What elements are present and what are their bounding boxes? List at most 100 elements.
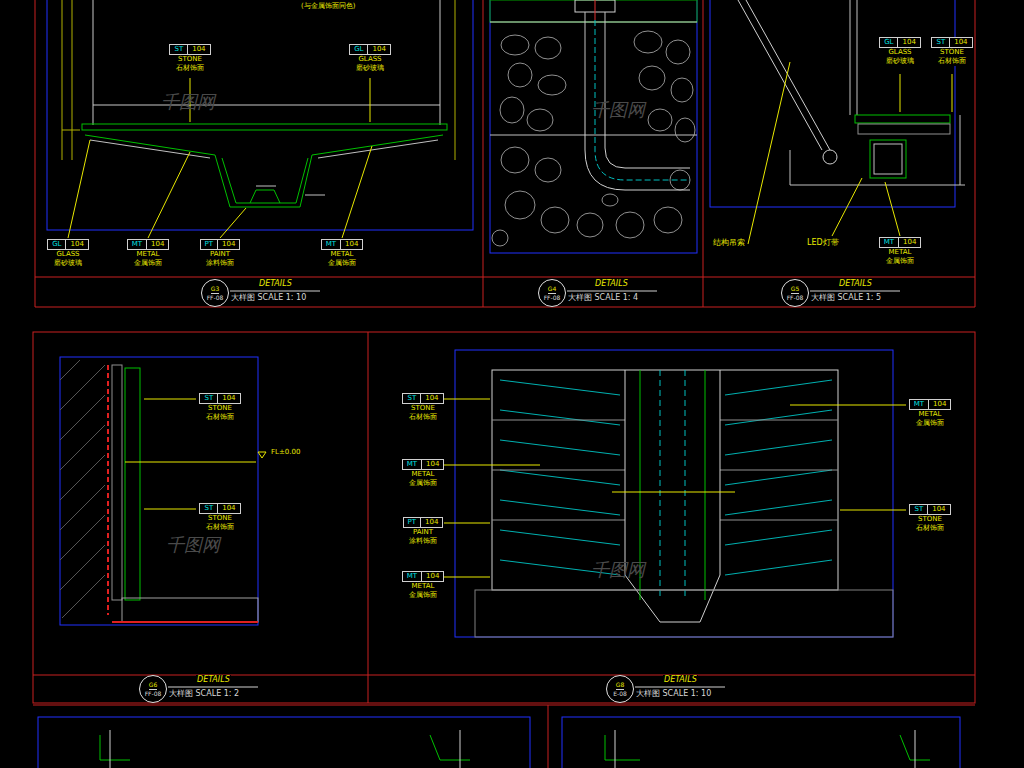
material-name-cn: 金属饰面 — [885, 257, 915, 266]
material-name-cn: 石材饰面 — [937, 57, 967, 66]
material-code: PT — [404, 518, 421, 527]
detail-number: G3 — [211, 285, 219, 294]
material-code: ST — [200, 504, 217, 513]
material-name-cn: 金属饰面 — [408, 479, 438, 488]
material-tag: ST104STONE石材饰面 — [199, 503, 240, 532]
material-code: ST — [170, 45, 187, 54]
material-tag: ST104STONE石材饰面 — [909, 504, 950, 533]
material-code: ST — [932, 38, 949, 47]
material-number: 104 — [367, 45, 389, 54]
material-number: 104 — [187, 45, 209, 54]
material-name: GLASS — [887, 48, 912, 57]
tag-box: GL104 — [349, 44, 391, 55]
detail-title-circle: G8E-08 — [606, 675, 634, 703]
tag-box: PT104 — [200, 239, 241, 250]
material-number: 104 — [927, 505, 949, 514]
material-tag: GL104GLASS磨砂玻璃 — [349, 44, 391, 73]
material-name-cn: 石材饰面 — [408, 413, 438, 422]
material-name: PAINT — [412, 528, 434, 537]
drawing-label: DETAILS — [258, 279, 293, 289]
material-code: ST — [403, 394, 420, 403]
material-code: MT — [403, 460, 421, 469]
material-tag: ST104STONE石材饰面 — [931, 37, 972, 66]
material-tag: ST104STONE石材饰面 — [169, 44, 210, 73]
material-tag: ST104STONE石材饰面 — [402, 393, 443, 422]
detail-number: G4 — [548, 285, 556, 294]
tag-box: ST104 — [199, 393, 240, 404]
material-name-cn: 磨砂玻璃 — [355, 64, 385, 73]
material-name-cn: 石材饰面 — [205, 413, 235, 422]
material-number: 104 — [217, 504, 239, 513]
sheet-number: FF-08 — [787, 294, 804, 302]
drawing-label: 结构吊索 — [712, 238, 746, 248]
material-tag: ST104STONE石材饰面 — [199, 393, 240, 422]
material-number: 104 — [217, 240, 239, 249]
tag-box: MT104 — [909, 399, 952, 410]
tag-box: ST104 — [402, 393, 443, 404]
tag-box: ST104 — [169, 44, 210, 55]
material-number: 104 — [420, 394, 442, 403]
material-code: MT — [403, 572, 421, 581]
drawing-label: 大样图 SCALE 1: 5 — [810, 293, 882, 303]
material-name: STONE — [207, 404, 233, 413]
tag-box: ST104 — [199, 503, 240, 514]
material-name: GLASS — [55, 250, 80, 259]
material-name-cn: 石材饰面 — [915, 524, 945, 533]
material-code: GL — [48, 240, 65, 249]
sheet-number: FF-08 — [145, 690, 162, 698]
sheet-number: E-08 — [613, 690, 627, 698]
material-tag: GL104GLASS磨砂玻璃 — [879, 37, 921, 66]
material-name: METAL — [411, 582, 436, 591]
detail-title-circle: G3FF-08 — [201, 279, 229, 307]
tag-box: MT104 — [321, 239, 364, 250]
detail-title-circle: G6FF-08 — [139, 675, 167, 703]
drawing-label: 大样图 SCALE 1: 10 — [635, 689, 712, 699]
material-number: 104 — [65, 240, 87, 249]
material-number: 104 — [421, 572, 443, 581]
material-number: 104 — [949, 38, 971, 47]
material-name: METAL — [888, 248, 913, 257]
tag-box: GL104 — [879, 37, 921, 48]
material-name: METAL — [330, 250, 355, 259]
material-tag: MT104METAL金属饰面 — [879, 237, 922, 266]
material-number: 104 — [928, 400, 950, 409]
material-number: 104 — [898, 238, 920, 247]
material-code: GL — [880, 38, 897, 47]
drawing-label: FL±0.00 — [270, 448, 301, 457]
material-name: STONE — [939, 48, 965, 57]
material-name-cn: 石材饰面 — [205, 523, 235, 532]
sheet-number: FF-08 — [207, 294, 224, 302]
material-code: ST — [910, 505, 927, 514]
material-name-cn: 涂料饰面 — [408, 537, 438, 546]
material-number: 104 — [340, 240, 362, 249]
title-circle-outline: G5FF-08 — [781, 279, 809, 307]
material-number: 104 — [217, 394, 239, 403]
tag-box: GL104 — [47, 239, 89, 250]
title-circle-outline: G3FF-08 — [201, 279, 229, 307]
tag-box: MT104 — [402, 459, 445, 470]
material-name-cn: 石材饰面 — [175, 64, 205, 73]
material-name-cn: 金属饰面 — [133, 259, 163, 268]
watermark: 千图网 — [590, 560, 646, 580]
material-name-cn: 涂料饰面 — [205, 259, 235, 268]
drawing-label: DETAILS — [838, 279, 873, 289]
tag-box: MT104 — [127, 239, 170, 250]
tag-box: PT104 — [403, 517, 444, 528]
tag-box: MT104 — [879, 237, 922, 248]
material-name: STONE — [177, 55, 203, 64]
drawing-label: 大样图 SCALE 1: 10 — [230, 293, 307, 303]
title-circle-outline: G6FF-08 — [139, 675, 167, 703]
detail-number: G5 — [791, 285, 799, 294]
material-code: PT — [201, 240, 218, 249]
title-circle-outline: G8E-08 — [606, 675, 634, 703]
material-tag: PT104PAINT涂料饰面 — [200, 239, 241, 268]
material-code: ST — [200, 394, 217, 403]
material-code: GL — [350, 45, 367, 54]
material-name-cn: 磨砂玻璃 — [53, 259, 83, 268]
material-name: GLASS — [357, 55, 382, 64]
material-tag: MT104METAL金属饰面 — [127, 239, 170, 268]
watermark: 千图网 — [590, 100, 646, 120]
material-name-cn: 金属饰面 — [327, 259, 357, 268]
